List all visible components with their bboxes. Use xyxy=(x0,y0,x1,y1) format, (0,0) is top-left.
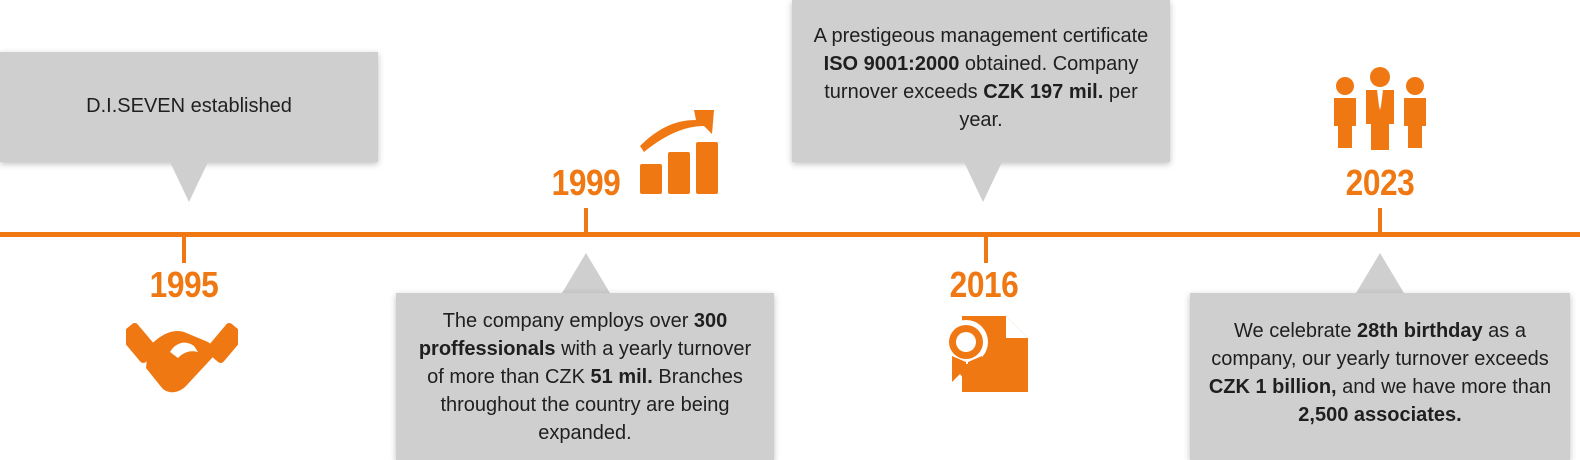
event-1999-tick xyxy=(584,208,588,234)
event-1995-bubble: D.I.SEVEN established xyxy=(0,52,378,162)
event-1999-pointer xyxy=(562,253,610,293)
event-2023-text: We celebrate 28th birthday as a company,… xyxy=(1208,320,1552,426)
timeline-line xyxy=(0,232,1580,237)
certificate-icon xyxy=(944,316,1028,392)
event-1999-text: The company employs over 300 proffession… xyxy=(418,310,752,444)
growth-chart-icon xyxy=(640,110,718,194)
event-1995-pointer xyxy=(170,162,208,202)
team-icon xyxy=(1334,67,1426,150)
event-1995-text: D.I.SEVEN established xyxy=(86,95,292,117)
event-2016-text: A prestigeous management certificate ISO… xyxy=(813,25,1149,131)
event-2016-pointer xyxy=(964,162,1002,202)
event-2016-bubble: A prestigeous management certificate ISO… xyxy=(792,0,1170,162)
event-2016-tick xyxy=(984,237,988,263)
event-1995-tick xyxy=(182,237,186,263)
event-2023-pointer xyxy=(1356,253,1404,293)
event-2023-year: 2023 xyxy=(1345,162,1415,203)
event-1999-bubble: The company employs over 300 proffession… xyxy=(396,293,774,460)
event-1995-year: 1995 xyxy=(149,264,219,305)
event-1999-year: 1999 xyxy=(551,162,621,203)
event-2016-year: 2016 xyxy=(949,264,1019,305)
event-2023-bubble: We celebrate 28th birthday as a company,… xyxy=(1190,293,1570,460)
handshake-icon xyxy=(126,323,238,393)
event-2023-tick xyxy=(1378,208,1382,234)
